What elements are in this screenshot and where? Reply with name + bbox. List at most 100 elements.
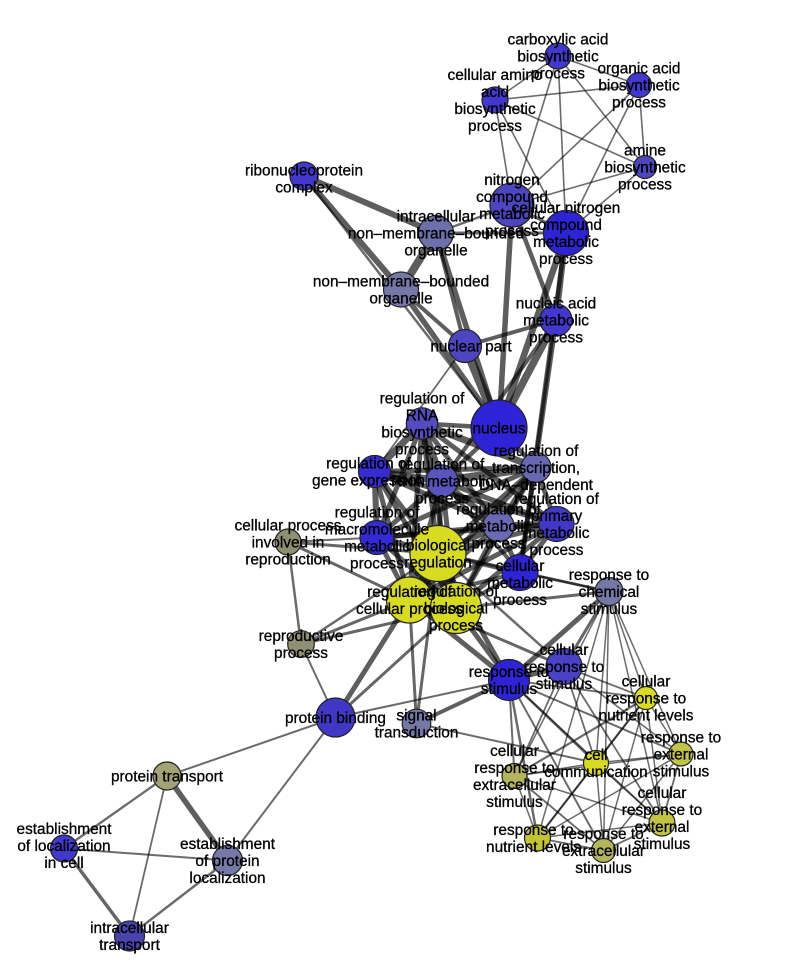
svg-text:response to: response to [606, 690, 686, 707]
svg-text:metabolic: metabolic [533, 234, 599, 251]
svg-text:transcription,: transcription, [492, 460, 580, 477]
svg-text:intracellular: intracellular [397, 208, 476, 225]
svg-text:regulation of: regulation of [414, 583, 499, 600]
svg-text:response to: response to [569, 567, 649, 584]
svg-text:stimulus: stimulus [536, 676, 593, 693]
svg-text:stimulus: stimulus [575, 860, 632, 877]
svg-text:process: process [531, 65, 585, 82]
svg-text:process: process [350, 555, 404, 572]
svg-text:nucleic acid: nucleic acid [516, 295, 596, 312]
svg-text:external: external [654, 746, 709, 763]
svg-text:metabolic: metabolic [344, 538, 410, 555]
svg-text:cellular: cellular [490, 743, 539, 760]
svg-text:biosynthetic: biosynthetic [598, 77, 680, 94]
svg-text:biological: biological [424, 600, 488, 617]
svg-text:cellular process: cellular process [235, 517, 342, 534]
svg-text:response to: response to [493, 822, 573, 839]
svg-text:cellular: cellular [638, 785, 687, 802]
svg-text:process: process [429, 617, 483, 634]
svg-text:stimulus: stimulus [653, 763, 710, 780]
svg-text:localization: localization [189, 870, 265, 887]
svg-text:cell: cell [584, 747, 607, 764]
svg-text:response to: response to [622, 802, 702, 819]
svg-text:process: process [274, 645, 328, 662]
svg-text:macromolecule: macromolecule [325, 521, 429, 538]
svg-text:RNA metabolic: RNA metabolic [391, 473, 493, 490]
svg-text:biological: biological [406, 537, 470, 554]
svg-text:cellular: cellular [496, 558, 545, 575]
svg-text:cellular nitrogen: cellular nitrogen [512, 200, 621, 217]
svg-text:establishment: establishment [180, 836, 276, 853]
svg-text:metabolic: metabolic [523, 312, 589, 329]
svg-text:DNA–dependent: DNA–dependent [479, 477, 594, 494]
svg-text:protein binding: protein binding [285, 710, 386, 727]
svg-text:process: process [612, 94, 666, 111]
svg-text:protein transport: protein transport [111, 768, 224, 785]
svg-text:biosynthetic: biosynthetic [517, 48, 599, 65]
svg-text:metabolic: metabolic [466, 518, 532, 535]
svg-text:nuclear part: nuclear part [430, 338, 512, 355]
svg-text:cellular: cellular [622, 673, 671, 690]
svg-text:biosynthetic: biosynthetic [381, 424, 463, 441]
svg-text:organelle: organelle [369, 290, 432, 307]
svg-text:biosynthetic: biosynthetic [454, 101, 536, 118]
svg-text:non–membrane–bounded: non–membrane–bounded [313, 273, 489, 290]
svg-text:compound: compound [530, 217, 602, 234]
svg-text:establishment: establishment [17, 821, 113, 838]
svg-text:stimulus: stimulus [581, 601, 638, 618]
svg-text:process: process [468, 118, 522, 135]
svg-text:external: external [635, 819, 690, 836]
svg-text:reproduction: reproduction [245, 551, 331, 568]
svg-text:organelle: organelle [404, 242, 467, 259]
svg-text:transport: transport [99, 937, 160, 954]
svg-text:nitrogen: nitrogen [484, 172, 540, 189]
svg-text:regulation of: regulation of [514, 491, 599, 508]
svg-text:response to: response to [563, 826, 643, 843]
svg-text:process: process [529, 329, 583, 346]
svg-text:intracellular: intracellular [90, 920, 169, 937]
svg-text:communication: communication [544, 764, 648, 781]
svg-text:compound: compound [476, 189, 548, 206]
svg-text:extracellular: extracellular [562, 843, 645, 860]
svg-text:process: process [415, 490, 469, 507]
svg-text:metabolic: metabolic [479, 206, 545, 223]
svg-text:nutrient levels: nutrient levels [599, 707, 694, 724]
svg-text:ribonucleoprotein: ribonucleoprotein [245, 162, 363, 179]
svg-text:regulation of: regulation of [326, 455, 411, 472]
svg-text:extracellular: extracellular [473, 777, 556, 794]
svg-text:regulation of: regulation of [456, 501, 541, 518]
svg-text:process: process [618, 176, 672, 193]
svg-text:gene expression: gene expression [312, 472, 425, 489]
svg-text:regulation of: regulation of [380, 390, 465, 407]
svg-text:carboxylic acid: carboxylic acid [508, 31, 609, 48]
svg-text:acid: acid [481, 84, 509, 101]
svg-text:regulation: regulation [404, 554, 472, 571]
svg-text:process: process [472, 535, 526, 552]
svg-text:RNA: RNA [406, 407, 439, 424]
svg-text:in cell: in cell [44, 855, 83, 872]
svg-text:nucleus: nucleus [472, 420, 525, 437]
svg-text:response to: response to [524, 659, 604, 676]
svg-text:cellular amino: cellular amino [448, 67, 543, 84]
svg-text:involved in: involved in [252, 534, 325, 551]
svg-text:complex: complex [275, 179, 333, 196]
svg-text:process: process [395, 441, 449, 458]
svg-text:regulation of: regulation of [367, 584, 452, 601]
svg-text:response to: response to [474, 760, 554, 777]
svg-text:process: process [530, 542, 584, 559]
svg-text:transduction: transduction [375, 724, 459, 741]
svg-text:stimulus: stimulus [481, 681, 538, 698]
svg-text:cellular: cellular [540, 642, 589, 659]
svg-text:response to: response to [641, 729, 721, 746]
svg-text:stimulus: stimulus [486, 794, 543, 811]
svg-text:nutrient levels: nutrient levels [486, 839, 581, 856]
svg-text:chemical: chemical [579, 584, 640, 601]
svg-text:metabolic: metabolic [524, 525, 590, 542]
svg-text:non–membrane–bounded: non–membrane–bounded [348, 225, 524, 242]
svg-text:process: process [539, 251, 593, 268]
svg-text:of protein: of protein [195, 853, 259, 870]
svg-text:amine: amine [624, 142, 666, 159]
svg-text:metabolic: metabolic [487, 575, 553, 592]
svg-text:process: process [485, 223, 539, 240]
svg-text:biosynthetic: biosynthetic [604, 159, 686, 176]
